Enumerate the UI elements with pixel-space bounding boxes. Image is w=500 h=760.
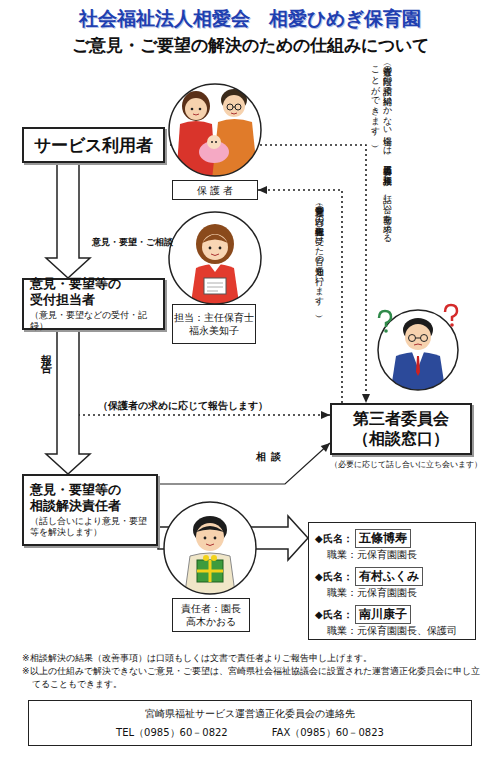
- actor-box: サービス利用者: [22, 127, 165, 163]
- node-text: 意見・要望等の 相談解決責任者: [30, 482, 150, 514]
- connector-line: [258, 190, 342, 403]
- parents-illustration: [169, 84, 261, 180]
- arrow-head: [321, 443, 330, 452]
- node-text: TEL（0985）60－0822: [116, 726, 228, 740]
- connector-line: [165, 145, 366, 403]
- person-box: 責任者：園長 高木かおる: [172, 598, 250, 632]
- arrow-head: [258, 186, 267, 194]
- contact-box: 宮崎県福祉サービス運営適正化委員会の連絡先 TEL（0985）60－0822 FAX…: [28, 700, 472, 746]
- node-text: 宮崎県福祉サービス運営適正化委員会の連絡先: [29, 707, 471, 721]
- footnote: ※以上の仕組みで解決できないご意見・ご要望は、宮崎県社会福祉協議会に設置された運…: [22, 665, 484, 691]
- arrow-head: [362, 394, 370, 403]
- committee-illustration: [378, 305, 458, 395]
- edge-label: （意見・要望等の内容の確認報告を受けた旨の通知を行います。）: [314, 200, 326, 350]
- node-text: 第三者委員会 （相談窓口）: [332, 409, 470, 449]
- arrow-body: [46, 163, 90, 278]
- subtitle-text: ご意見・ご要望の解決のための仕組みについて: [0, 34, 500, 57]
- node-text: 責任者：園長 高木かおる: [173, 602, 249, 628]
- node-text: 職業：元保育園園長: [315, 586, 469, 599]
- node-text: 職業：元保育園園長、保護司: [315, 624, 469, 637]
- member-list-box: ◆氏名：五條博寿職業：元保育園園長◆氏名：有村ふくみ職業：元保育園園長◆氏名：南…: [308, 522, 476, 640]
- committee-box: 第三者委員会 （相談窓口） （必要に応じて話し合いに立ち会います）: [330, 403, 472, 470]
- edge-label: （責任者の段階の相談で納得いかない場合には、第三者委員会に直接相談し、話し合い・…: [370, 60, 394, 240]
- node-text: 担当：主任保育士 福永美知子: [173, 311, 255, 337]
- dotted-arrow: [165, 145, 370, 403]
- box-outline: 第三者委員会 （相談窓口）: [330, 403, 472, 455]
- connector-line: [158, 443, 330, 484]
- process-box: 意見・要望等の 相談解決責任者（話し合いにより意見・要望等を解決します）: [22, 474, 158, 546]
- edge-label: （保護者の求めに応じて報告します）: [98, 400, 268, 413]
- arrow-head: [321, 411, 330, 419]
- edge-label: 相談: [256, 450, 286, 464]
- person-box: 担当：主任保育士 福永美知子: [172, 304, 256, 344]
- node-text: （話し合いにより意見・要望等を解決します）: [30, 516, 150, 538]
- edge-label: 報告: [38, 345, 53, 361]
- line-arrow: [158, 443, 330, 484]
- node-text: ◆氏名：: [315, 609, 353, 620]
- node-text: 南川康子: [355, 605, 411, 624]
- director-illustration: [164, 502, 256, 600]
- node-text: サービス利用者: [34, 134, 153, 157]
- receptionist-illustration: [169, 212, 261, 310]
- hollow-arrow: [46, 163, 90, 278]
- node-text: （必要に応じて話し合いに立ち会います）: [330, 459, 472, 470]
- node-text: ◆氏名：: [315, 571, 353, 582]
- node-text: 職業：元保育園園長: [315, 548, 469, 561]
- footnote: ※相談解決の結果（改善事項）は口頭もしくは文書で責任者よりご報告申し上げます。: [22, 652, 484, 665]
- dotted-arrow: [258, 186, 342, 403]
- node-text: 有村ふくみ: [355, 567, 423, 586]
- node-text: FAX（0985）60－0823: [272, 726, 384, 740]
- node-text: （意見・要望などの受付・記録）: [30, 310, 157, 332]
- title-text: 社会福祉法人相愛会 相愛ひめぎ保育園: [0, 6, 500, 32]
- role-label-box: 保 護 者: [172, 180, 258, 200]
- node-text: 保 護 者: [197, 184, 233, 197]
- node-text: 五條博寿: [355, 529, 411, 548]
- process-box: 意見・要望等の 受付担当者（意見・要望などの受付・記録）: [22, 278, 165, 330]
- node-text: 意見・要望等の 受付担当者: [30, 276, 157, 308]
- edge-label: 意見・要望・ご相談: [92, 236, 173, 249]
- node-text: ◆氏名：: [315, 533, 353, 544]
